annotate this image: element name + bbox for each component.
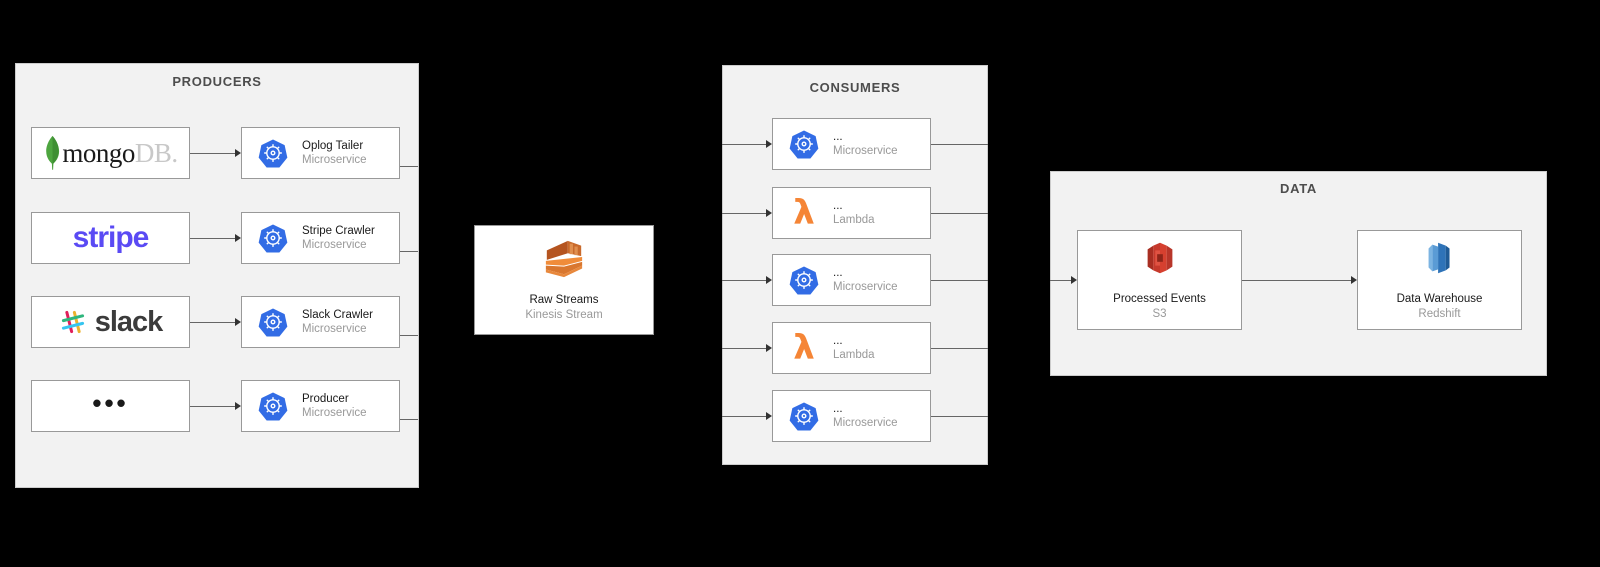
connector-more-to-producer: [190, 406, 235, 407]
node-title: Processed Events: [1113, 293, 1206, 306]
connector-oplog-to-stream: [400, 166, 418, 167]
arrowhead: [766, 276, 772, 284]
arrowhead: [235, 149, 241, 157]
node-subtitle: Microservice: [833, 281, 898, 293]
arrowhead: [1071, 276, 1077, 284]
consumer-node-3[interactable]: ... Microservice: [772, 254, 931, 306]
node-title: Slack Crawler: [302, 308, 373, 321]
arrowhead: [235, 318, 241, 326]
kinesis-stream-node[interactable]: Raw Streams Kinesis Stream: [474, 225, 654, 335]
source-box-stripe[interactable]: stripe: [31, 212, 190, 264]
kubernetes-icon: [250, 223, 296, 253]
node-subtitle: Lambda: [833, 349, 875, 361]
connector-consumer-2-out: [931, 213, 988, 214]
connector-consumer-3-out: [931, 280, 988, 281]
mongodb-leaf-icon: [46, 136, 60, 170]
node-subtitle: Microservice: [302, 154, 367, 166]
connector-producer-to-stream: [400, 419, 418, 420]
node-subtitle: Lambda: [833, 214, 875, 226]
source-box-mongodb[interactable]: mongo DB.: [31, 127, 190, 179]
connector-stream-to-consumer-1: [722, 144, 766, 145]
producer-service-stripe-crawler[interactable]: Stripe Crawler Microservice: [241, 212, 400, 264]
kubernetes-icon: [250, 138, 296, 168]
kubernetes-icon: [250, 391, 296, 421]
connector-consumer-5-out: [931, 416, 988, 417]
slack-logo: slack: [59, 306, 163, 339]
ellipsis-glyph: •••: [92, 388, 129, 418]
connector-stream-to-consumer-4: [722, 348, 766, 349]
arrowhead: [235, 402, 241, 410]
node-subtitle: Microservice: [302, 323, 367, 335]
connector-slack-to-crawler: [190, 322, 235, 323]
aws-lambda-icon: λ: [793, 193, 815, 233]
kubernetes-icon: [781, 129, 827, 159]
node-subtitle: Microservice: [833, 145, 898, 157]
connector-mongodb-to-oplog: [190, 153, 235, 154]
aws-kinesis-icon: [541, 237, 587, 284]
stripe-logo: stripe: [72, 221, 150, 254]
kubernetes-icon: [781, 265, 827, 295]
node-subtitle: Kinesis Stream: [525, 309, 603, 321]
node-title: ...: [833, 199, 843, 212]
arrowhead: [766, 412, 772, 420]
consumer-node-2[interactable]: λ ... Lambda: [772, 187, 931, 239]
kubernetes-icon: [250, 307, 296, 337]
node-subtitle: S3: [1152, 308, 1167, 320]
aws-lambda-icon: λ: [793, 328, 815, 368]
source-box-more[interactable]: •••: [31, 380, 190, 432]
consumer-node-5[interactable]: ... Microservice: [772, 390, 931, 442]
consumer-node-1[interactable]: ... Microservice: [772, 118, 931, 170]
kubernetes-icon: [781, 401, 827, 431]
producer-service-slack-crawler[interactable]: Slack Crawler Microservice: [241, 296, 400, 348]
arrowhead: [1351, 276, 1357, 284]
node-subtitle: Microservice: [302, 407, 367, 419]
connector-slack-to-stream: [400, 335, 418, 336]
connector-stream-to-consumer-3: [722, 280, 766, 281]
mongodb-logo: mongo DB.: [43, 136, 178, 170]
arrowhead: [235, 234, 241, 242]
arrowhead: [766, 140, 772, 148]
connector-stream-to-consumer-2: [722, 213, 766, 214]
arrowhead: [766, 209, 772, 217]
node-title: ...: [833, 266, 843, 279]
node-subtitle: Microservice: [302, 239, 367, 251]
producer-service-oplog-tailer[interactable]: Oplog Tailer Microservice: [241, 127, 400, 179]
node-title: Raw Streams: [529, 294, 599, 307]
data-node-processed-events[interactable]: Processed Events S3: [1077, 230, 1242, 330]
connector-stripe-to-crawler: [190, 238, 235, 239]
slack-hash-icon: [61, 310, 84, 334]
slack-wordmark: slack: [94, 305, 164, 338]
node-subtitle: Microservice: [833, 417, 898, 429]
producer-service-producer[interactable]: Producer Microservice: [241, 380, 400, 432]
source-box-slack[interactable]: slack: [31, 296, 190, 348]
data-node-data-warehouse[interactable]: Data Warehouse Redshift: [1357, 230, 1522, 330]
node-title: Oplog Tailer: [302, 139, 364, 152]
connector-consumer-1-out: [931, 144, 988, 145]
group-consumers-title: CONSUMERS: [809, 80, 901, 95]
connector-s3-to-redshift: [1242, 280, 1351, 281]
node-title: Data Warehouse: [1396, 293, 1483, 306]
group-producers-title: PRODUCERS: [172, 74, 262, 89]
connector-stream-to-consumer-5: [722, 416, 766, 417]
node-title: ...: [833, 334, 843, 347]
arrowhead: [766, 344, 772, 352]
mongodb-wordmark-light: DB.: [134, 137, 178, 168]
aws-s3-icon: [1140, 238, 1180, 283]
node-subtitle: Redshift: [1418, 308, 1461, 320]
connector-consumers-to-s3: [1050, 280, 1071, 281]
node-title: ...: [833, 130, 843, 143]
node-title: Producer: [302, 392, 349, 405]
group-data-title: DATA: [1280, 181, 1317, 196]
connector-stripe-to-stream: [400, 251, 418, 252]
consumer-node-4[interactable]: λ ... Lambda: [772, 322, 931, 374]
aws-redshift-icon: [1420, 238, 1460, 283]
mongodb-wordmark-dark: mongo: [62, 137, 135, 168]
connector-consumer-4-out: [931, 348, 988, 349]
node-title: Stripe Crawler: [302, 224, 375, 237]
node-title: ...: [833, 402, 843, 415]
